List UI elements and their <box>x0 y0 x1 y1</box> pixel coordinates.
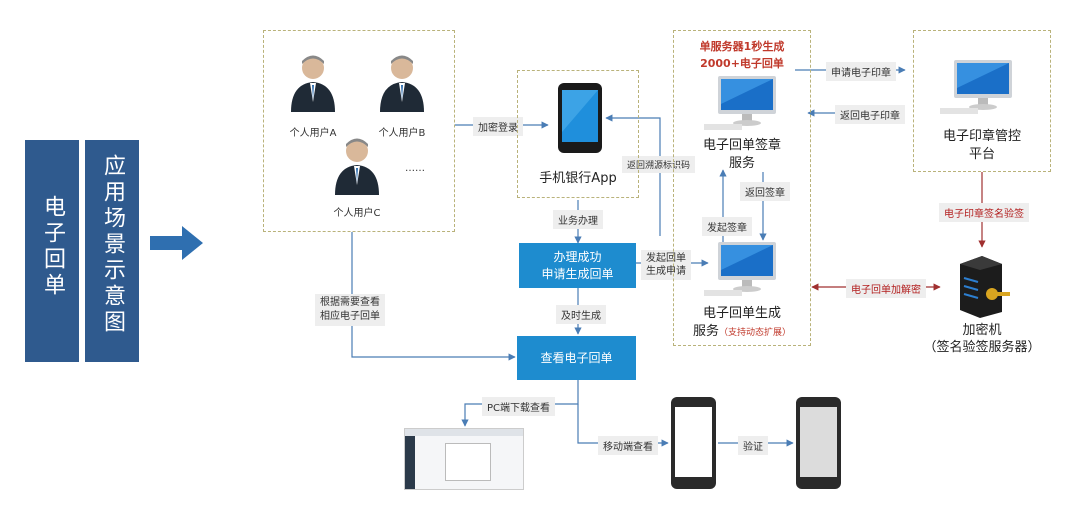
encryptor-label: 加密机（签名验签服务器） <box>923 323 1041 355</box>
user-c-label: 个人用户C <box>333 208 381 219</box>
label-business: 业务办理 <box>553 210 603 229</box>
server-key-icon <box>960 256 1010 318</box>
label-pc-download: PC端下载查看 <box>482 397 556 416</box>
title-block-right: 应用场景示意图 <box>85 140 139 362</box>
title-block-left: 电子回单 <box>25 140 79 362</box>
user-a-label: 个人用户A <box>289 128 337 139</box>
mobile-phone-1 <box>671 397 716 489</box>
label-initiate-sign: 发起签章 <box>702 217 752 236</box>
app-group <box>517 70 639 198</box>
seal-platform-label: 电子印章管控平台 <box>942 129 1021 162</box>
label-view-by-need: 根据需要查看相应电子回单 <box>315 294 385 326</box>
label-mobile-view: 移动端查看 <box>598 436 658 455</box>
label-seal-verify: 电子印章签名验签 <box>939 203 1029 222</box>
more-users-label: …… <box>405 163 425 174</box>
pc-screenshot <box>404 428 524 490</box>
user-icon <box>335 138 379 195</box>
platform-group <box>913 30 1051 172</box>
title-line2: 应用场景示意图 <box>100 154 125 336</box>
success-node: 办理成功申请生成回单 <box>519 243 636 288</box>
big-arrow <box>150 226 203 260</box>
label-verify: 验证 <box>738 436 768 455</box>
label-return-source: 返回溯源标识码 <box>622 156 696 173</box>
label-initiate-request: 发起回单生成申请 <box>641 250 691 280</box>
sign-service-label: 电子回单签章服务 <box>702 138 781 171</box>
label-timely-generate: 及时生成 <box>556 305 606 324</box>
phone-icon <box>558 83 602 153</box>
monitor-icon <box>704 242 776 296</box>
label-return-sign: 返回签章 <box>740 182 790 201</box>
user-icon <box>291 55 335 112</box>
users-group <box>263 30 455 232</box>
label-encrypt-decrypt: 电子回单加解密 <box>846 279 926 298</box>
gen-service-note: （支持动态扩展） <box>719 328 792 338</box>
mobile-phone-2 <box>796 397 841 489</box>
user-icon <box>380 55 424 112</box>
label-encrypted-login: 加密登录 <box>473 117 523 136</box>
services-group <box>673 30 811 346</box>
monitor-icon <box>704 76 776 130</box>
gen-service-label: 电子回单生成 服务（支持动态扩展） <box>692 306 792 339</box>
user-b-label: 个人用户B <box>378 128 426 139</box>
label-apply-seal: 申请电子印章 <box>826 62 896 81</box>
monitor-icon <box>940 60 1012 114</box>
app-label: 手机银行App <box>539 171 617 186</box>
label-return-seal: 返回电子印章 <box>835 105 905 124</box>
title-line1: 电子回单 <box>40 195 65 299</box>
view-receipt-node[interactable]: 查看电子回单 <box>517 336 636 380</box>
